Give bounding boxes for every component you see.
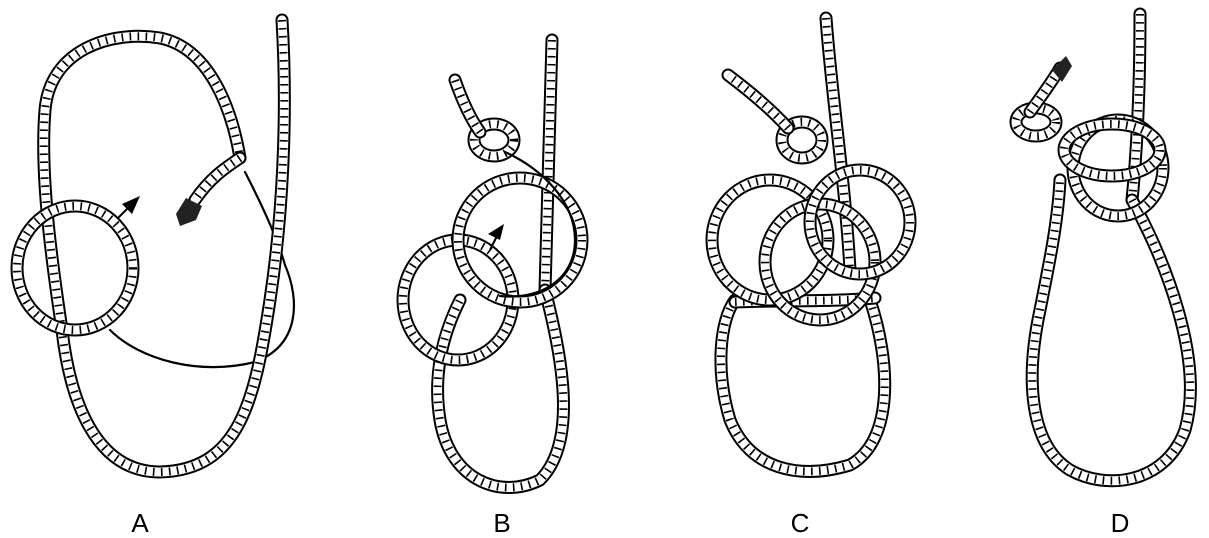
step-b-figure [403, 40, 582, 488]
step-label-b: B [493, 508, 510, 538]
step-a-figure [17, 20, 294, 472]
step-label-d: D [1111, 508, 1130, 538]
step-label-a: A [131, 508, 149, 538]
step-d-figure [1016, 14, 1190, 481]
step-b-arrow-icon [488, 224, 504, 240]
step-a-rope [44, 20, 285, 472]
step-d-loop [1032, 180, 1190, 481]
step-label-c: C [791, 508, 810, 538]
step-c-bight [721, 300, 885, 471]
step-c-figure [712, 18, 910, 471]
